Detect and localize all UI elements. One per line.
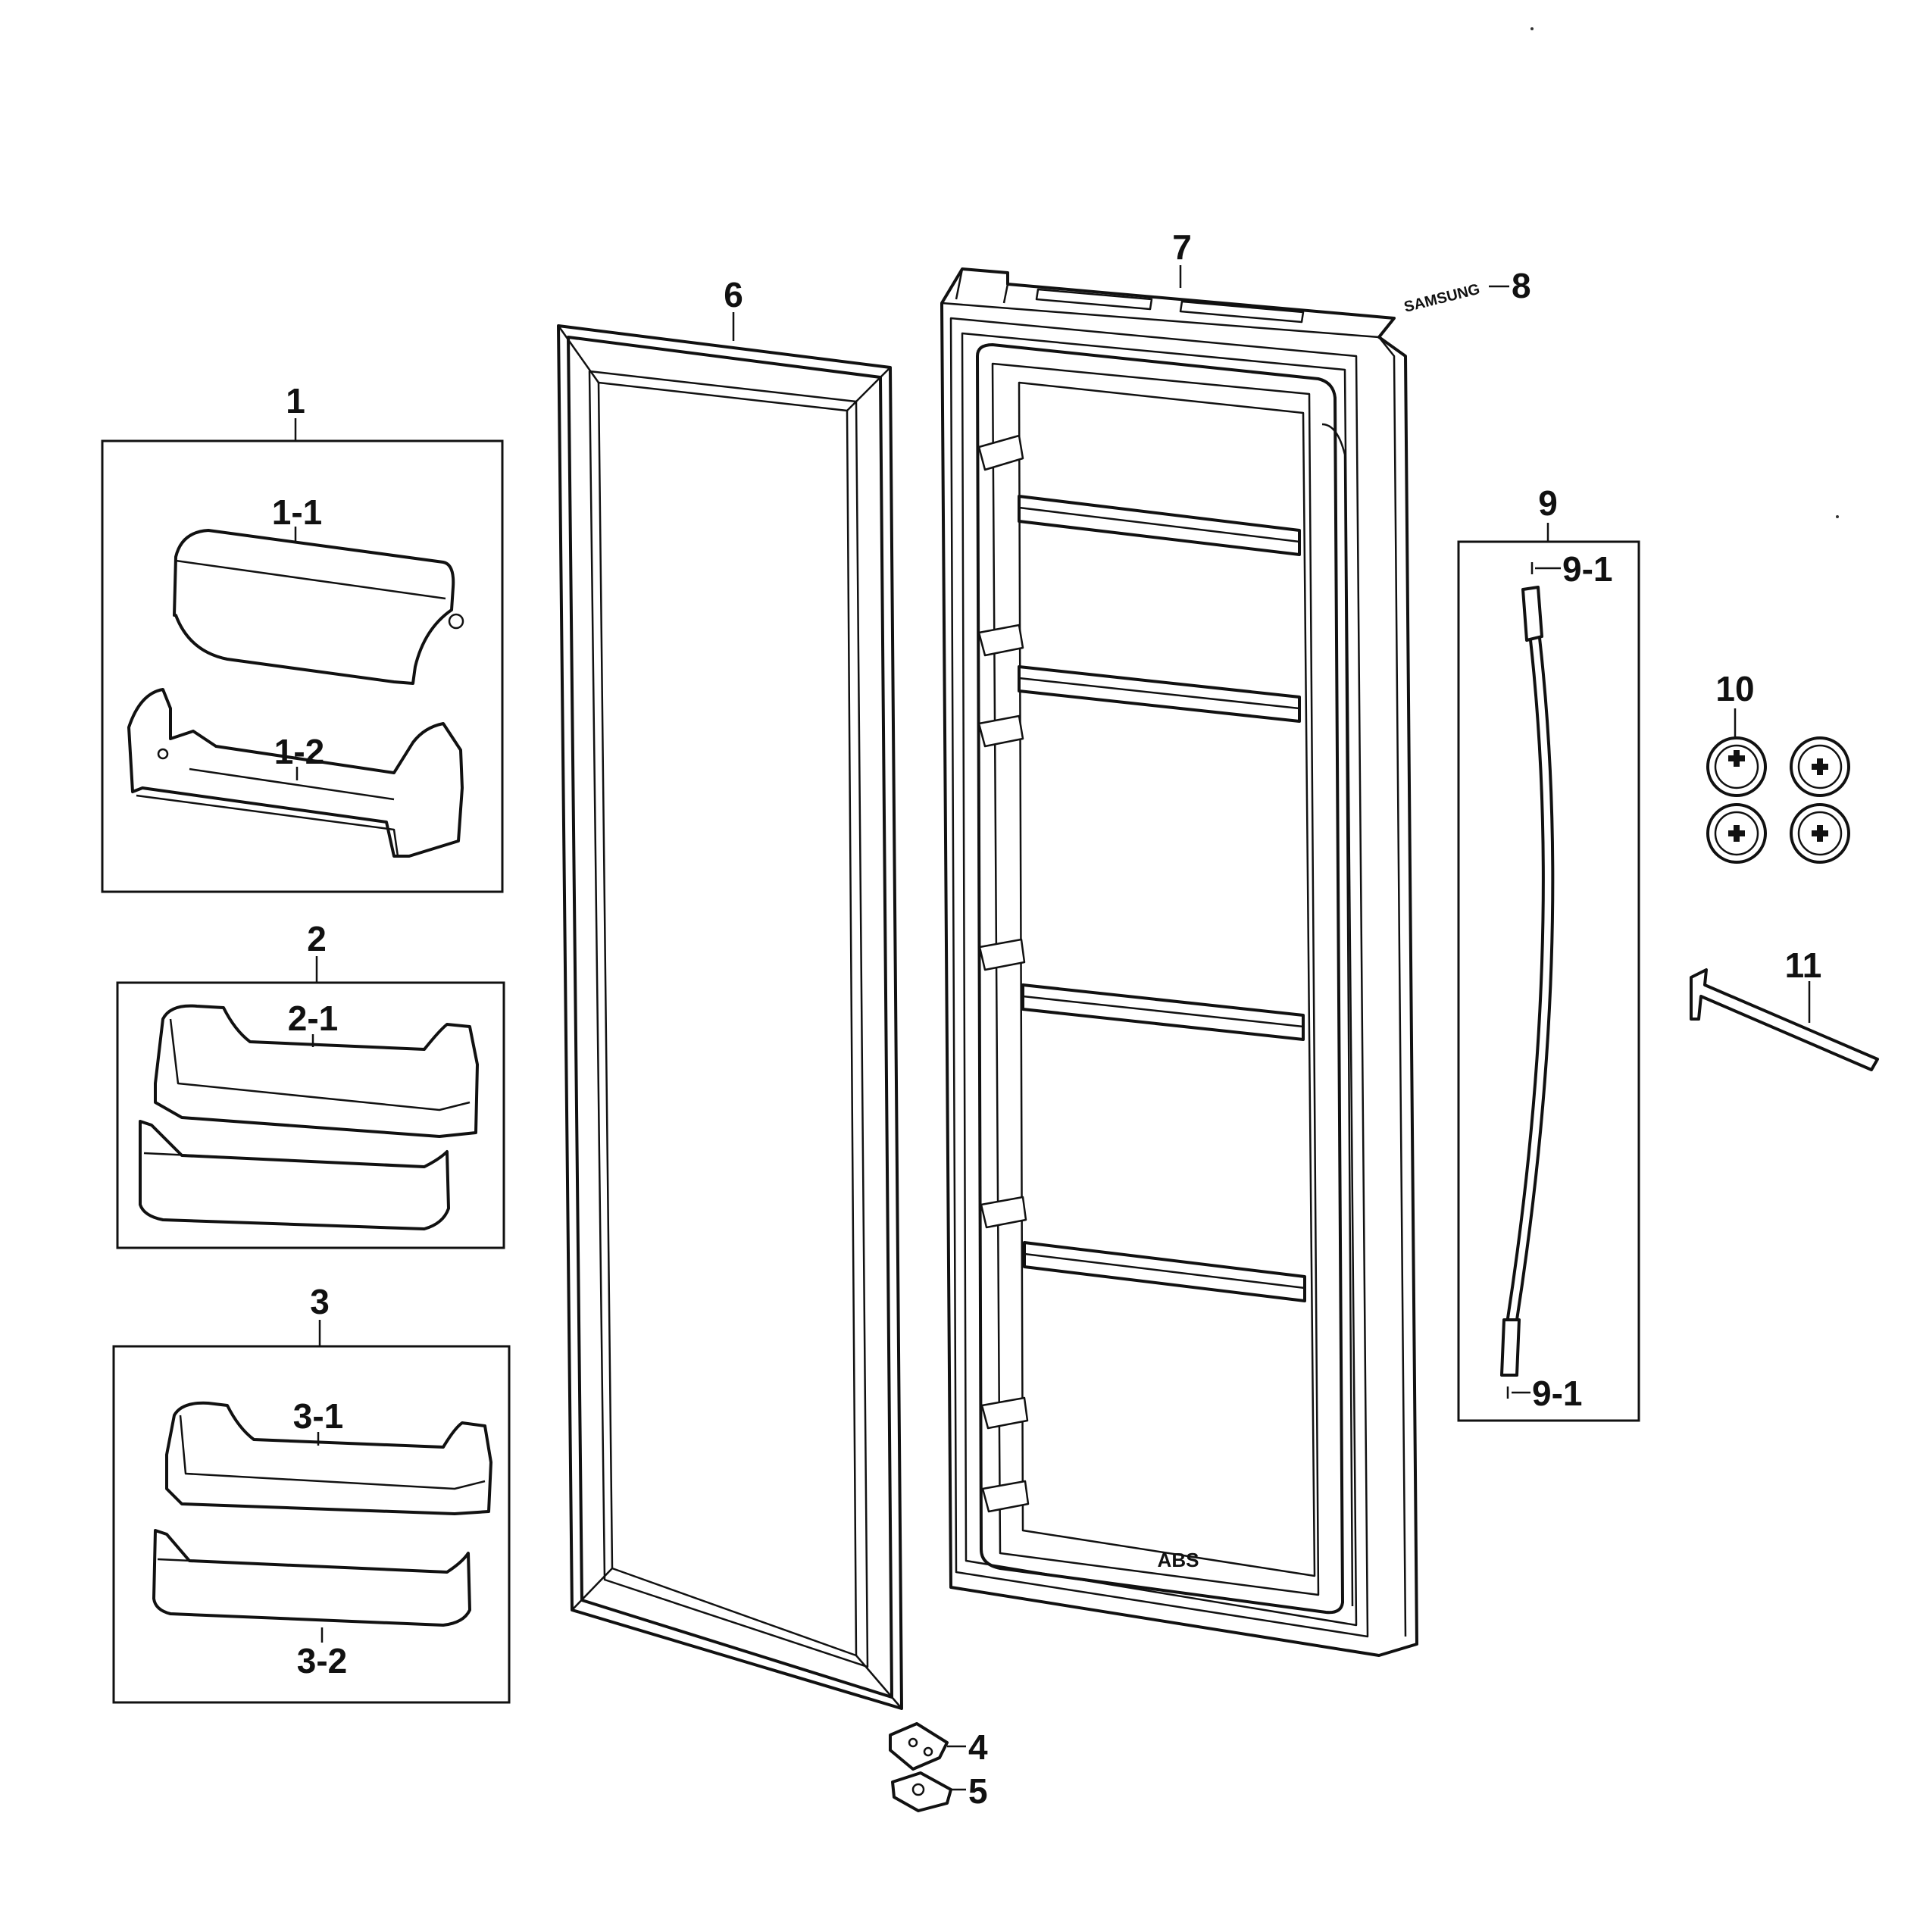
- part-group-2: 2 2-1: [116, 919, 505, 1249]
- label-10: 10: [1715, 669, 1754, 708]
- label-1-2: 1-2: [274, 732, 324, 771]
- scan-speck: [1530, 27, 1534, 30]
- label-3-2: 3-2: [297, 1641, 347, 1680]
- part-6-gasket: [557, 324, 903, 1710]
- part-group-1: 1 1-1 1-2: [101, 381, 504, 893]
- part-3-2-bin: [152, 1529, 471, 1627]
- group-3-frame: [112, 1345, 511, 1704]
- part-2-lower-bin: [139, 1120, 450, 1230]
- cap-icon: [1706, 736, 1767, 797]
- cap-icon: [1790, 736, 1850, 797]
- label-2: 2: [307, 919, 327, 958]
- label-3: 3: [310, 1282, 330, 1321]
- group-1-frame: [101, 439, 504, 893]
- label-1-1: 1-1: [272, 492, 322, 532]
- part-5-bracket: [891, 1771, 966, 1812]
- part-8-badge: SAMSUNG: [1402, 281, 1509, 316]
- door-clips: [977, 434, 1030, 1513]
- label-9-1-bottom: 9-1: [1532, 1374, 1582, 1413]
- part-2-1-shelf: [154, 1004, 479, 1138]
- label-9-1-top: 9-1: [1562, 549, 1612, 589]
- label-7: 7: [1172, 227, 1192, 267]
- part-group-3: 3 3-1 3-2: [112, 1282, 511, 1704]
- label-4: 4: [968, 1727, 988, 1767]
- scan-speck: [1836, 515, 1839, 518]
- label-3-1: 3-1: [293, 1396, 343, 1436]
- cap-icon: [1706, 803, 1767, 864]
- group-2-frame: [116, 981, 505, 1249]
- part-3-1-shelf: [165, 1401, 492, 1515]
- part-9-handle: [1500, 586, 1555, 1377]
- part-1-2-bin: [127, 688, 464, 858]
- part-11-hex-key: [1690, 968, 1879, 1071]
- material-marking: ABS: [1158, 1549, 1199, 1571]
- part-group-9: 9 9-1 9-1: [1457, 483, 1640, 1422]
- part-1-1-cover: [173, 529, 464, 685]
- label-11: 11: [1785, 946, 1822, 985]
- label-8: 8: [1512, 266, 1531, 305]
- badge-text: SAMSUNG: [1402, 281, 1482, 316]
- label-1: 1: [286, 381, 305, 420]
- part-7-door: ABS: [940, 267, 1418, 1657]
- part-4-hinge: [889, 1722, 966, 1771]
- label-5: 5: [968, 1771, 988, 1811]
- label-2-1: 2-1: [288, 999, 338, 1038]
- cap-icon: [1790, 803, 1850, 864]
- label-9: 9: [1538, 483, 1558, 523]
- part-10-caps: [1706, 708, 1850, 864]
- label-6: 6: [724, 275, 743, 314]
- group-9-frame: [1457, 540, 1640, 1422]
